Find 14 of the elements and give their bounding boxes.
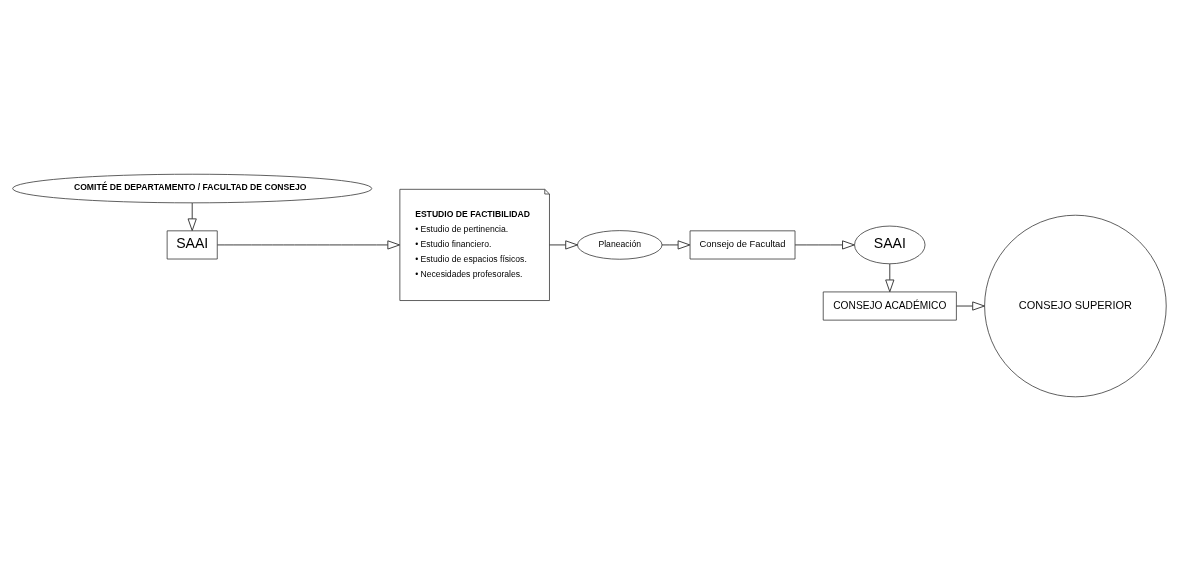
node-box: SAAI (166, 230, 218, 260)
node-ellipse: Planeación (577, 230, 663, 260)
node-box: Consejo de Facultad (689, 230, 796, 260)
node-ellipse: COMITÉ DE DEPARTAMENTO / FACULTAD DE CONSEJO (12, 173, 373, 204)
node-ellipse: SAAI (854, 225, 926, 265)
arrow (187, 202, 197, 232)
node-box: CONSEJO ACADÉMICO (822, 291, 957, 321)
arrow (661, 240, 691, 250)
arrow (885, 263, 895, 293)
arrow (216, 240, 401, 250)
arrow (956, 301, 985, 311)
arrow (794, 240, 855, 250)
node-circle: CONSEJO SUPERIOR (984, 214, 1167, 398)
arrow (549, 240, 578, 250)
